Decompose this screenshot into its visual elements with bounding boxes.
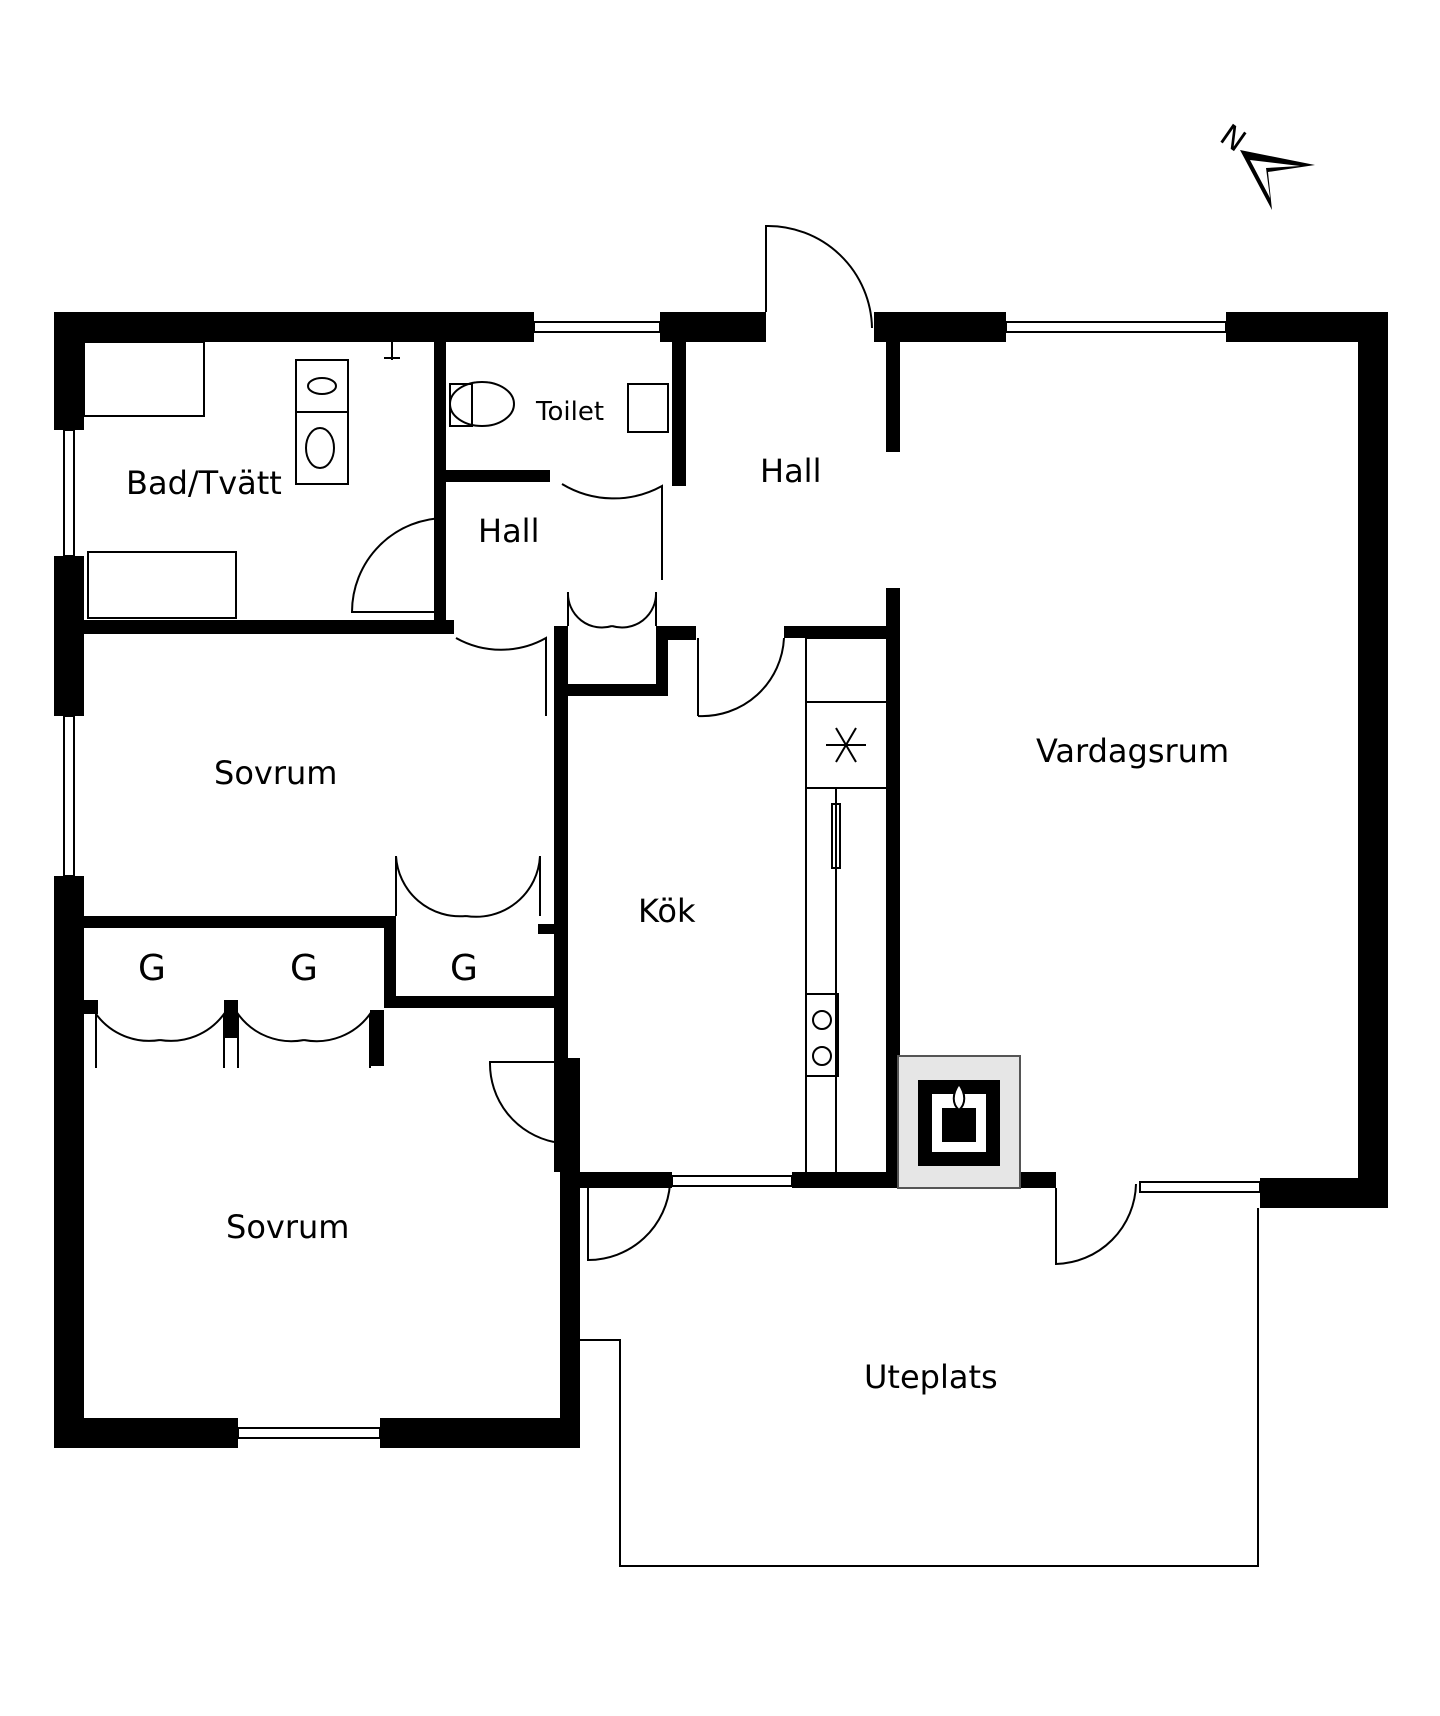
wall-wardrobe-right [370, 1010, 384, 1066]
wall-left-1 [54, 312, 84, 430]
fireplace-core [942, 1108, 976, 1142]
fire-flame-icon [952, 1082, 966, 1112]
north-arrow-icon [1240, 150, 1315, 210]
bath-fixtures [83, 341, 400, 619]
kitchen-fixtures [805, 637, 889, 1175]
wall-living-left [886, 588, 900, 1184]
wall-right [1358, 312, 1388, 1208]
wall-kitchen-top [784, 626, 888, 638]
kitchen-counter [805, 637, 889, 1175]
room-label-hall-entry: Hall [760, 452, 821, 490]
wall-living-left-top [886, 342, 900, 452]
drain-icon [384, 342, 400, 360]
wall-top-left [54, 312, 534, 342]
wall-wardrobe-left [84, 1000, 98, 1014]
door-kitchen-top[interactable] [697, 637, 785, 718]
wall-left-3 [54, 876, 84, 1448]
wall-top-middle [660, 312, 766, 342]
door-entrance[interactable] [765, 224, 873, 329]
room-label-toilet: Toilet [535, 397, 604, 427]
bathtub [87, 551, 237, 619]
outer-walls [54, 312, 1388, 1448]
wall-kitchen-bottom-a [568, 1172, 672, 1188]
window-toilet [533, 321, 661, 333]
windows [63, 321, 1261, 1439]
wall-left-2 [54, 556, 84, 716]
bath-washer [295, 411, 349, 485]
room-label-garderob-2: G [290, 948, 318, 989]
door-bath[interactable] [350, 517, 447, 613]
door-bedroom-bottom[interactable] [488, 1061, 555, 1143]
wall-closet-g-left [384, 916, 396, 1004]
interior-walls [84, 342, 900, 1184]
wall-bottom-left-b [380, 1418, 580, 1448]
bath-sink [295, 359, 349, 413]
door-wardrobe-g2[interactable] [237, 1010, 371, 1068]
toilet-sink-icon [627, 383, 669, 433]
wall-hall-closet-right [656, 626, 668, 696]
room-label-kok: Kök [638, 892, 696, 930]
wall-kitchen-left [554, 626, 568, 1172]
door-closet-g3[interactable] [395, 855, 541, 918]
window-bath [63, 429, 75, 557]
room-label-vardagsrum: Vardagsrum [1036, 732, 1229, 770]
stove-burner-icon-2 [812, 1046, 832, 1066]
bath-sink-basin-icon [307, 377, 337, 395]
door-living-patio[interactable] [1055, 1183, 1137, 1266]
wall-right-bottom [1260, 1178, 1388, 1208]
wall-living-bottom-a [1018, 1172, 1056, 1188]
wall-bath-bottom [84, 620, 454, 634]
window-living-bottom [1139, 1181, 1261, 1193]
wall-bottom-left-a [54, 1418, 238, 1448]
wall-closet-g-bottom [384, 996, 568, 1008]
wall-top-right-a [874, 312, 1006, 342]
stove [805, 993, 839, 1077]
wall-toilet-bottom [446, 470, 550, 482]
room-label-sovrum-bottom: Sovrum [226, 1208, 349, 1246]
toilet-bowl-icon [449, 381, 515, 427]
room-label-garderob-3: G [450, 948, 478, 989]
wall-toilet-right [672, 342, 686, 486]
sink-edge [831, 803, 841, 869]
door-toilet[interactable] [561, 483, 663, 580]
wall-wardrobe-mid [224, 1000, 238, 1038]
window-kitchen [671, 1175, 793, 1187]
room-labels: Bad/Tvätt Toilet Hall Hall Sovrum Vardag… [126, 397, 1229, 1396]
stove-burner-icon [812, 1010, 832, 1030]
window-bedroom-bottom [237, 1427, 381, 1439]
room-label-garderob-1: G [138, 948, 166, 989]
compass: N [1213, 118, 1315, 210]
freezer-snowflake-icon [826, 727, 866, 763]
window-living-top [1005, 321, 1227, 333]
room-label-uteplats: Uteplats [864, 1358, 998, 1396]
washer-drum-icon [305, 427, 335, 469]
wall-closet-g-right-stub [538, 924, 568, 934]
room-label-hall-inner: Hall [478, 512, 539, 550]
room-label-sovrum-top: Sovrum [214, 754, 337, 792]
wall-hall-closet-bottom [568, 684, 668, 696]
door-hall-closet[interactable] [566, 591, 658, 629]
door-kitchen-patio[interactable] [587, 1183, 671, 1262]
toilet-fixtures [449, 381, 669, 433]
wall-bedrooms-divider [84, 916, 394, 928]
door-wardrobe-g1[interactable] [95, 1010, 225, 1068]
wall-bath-right [434, 342, 446, 632]
north-arrow-inner [1250, 160, 1300, 198]
door-bedroom-top[interactable] [455, 636, 547, 716]
window-bedroom-top [63, 715, 75, 877]
room-label-bad-tvatt: Bad/Tvätt [126, 464, 282, 502]
bath-counter [83, 341, 205, 417]
patio-outline [580, 1208, 1259, 1567]
toilet-tank [449, 383, 473, 427]
fireplace [897, 1055, 1021, 1189]
doors [95, 224, 1137, 1266]
